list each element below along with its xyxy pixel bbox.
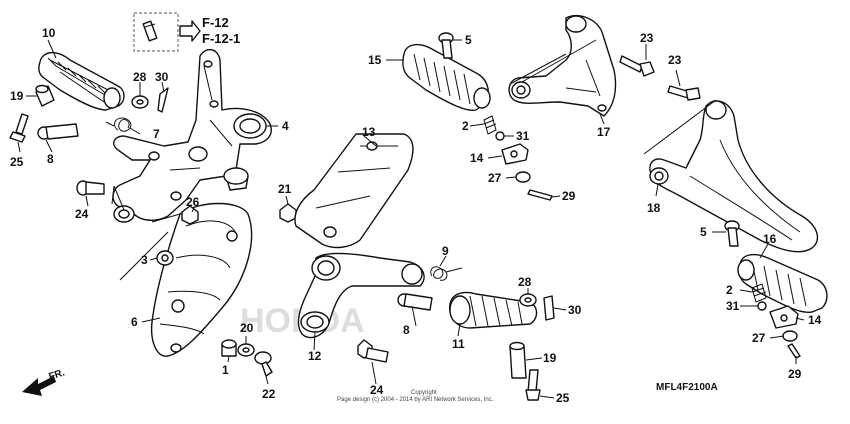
right-cotter-pin-30-part <box>543 295 555 321</box>
bolt-5-right-part <box>724 220 740 247</box>
callout-29-top[interactable]: 29 <box>562 189 576 203</box>
spring-9-part <box>430 266 463 281</box>
nut-26-part <box>181 205 199 225</box>
right-step-holder-bracket-part <box>297 252 425 339</box>
callout-14-right[interactable]: 14 <box>808 313 822 327</box>
callout-30-left[interactable]: 30 <box>155 70 169 84</box>
callout-14-top[interactable]: 14 <box>470 151 484 165</box>
callout-10[interactable]: 10 <box>42 26 56 40</box>
callout-11[interactable]: 11 <box>452 337 465 351</box>
callout-9[interactable]: 9 <box>442 244 449 258</box>
callout-24-left[interactable]: 24 <box>75 207 89 221</box>
callout-31-top[interactable]: 31 <box>516 129 530 143</box>
callout-25-right[interactable]: 25 <box>556 391 570 405</box>
bolt-23-right-part <box>667 85 701 101</box>
right-bolt-25-part <box>525 369 541 401</box>
ball-31-top-part <box>495 131 505 141</box>
callout-21[interactable]: 21 <box>278 182 292 196</box>
callout-29-right[interactable]: 29 <box>788 367 802 381</box>
callout-27-right[interactable]: 27 <box>752 331 766 345</box>
spring-2-right-part <box>751 283 767 303</box>
callout-6[interactable]: 6 <box>131 315 138 329</box>
copyright-line-1: Copyright <box>411 390 437 396</box>
ball-31-right-part <box>757 301 767 311</box>
left-pin-8-part <box>37 123 79 140</box>
passenger-footpeg-15-part <box>402 43 491 111</box>
callout-28-right[interactable]: 28 <box>518 275 532 289</box>
passenger-holder-18-part <box>649 100 819 253</box>
pin-29-right-part <box>787 343 801 359</box>
callout-13[interactable]: 13 <box>362 125 376 139</box>
reference-arrow-icon <box>179 20 201 42</box>
callout-19-left[interactable]: 19 <box>10 89 24 103</box>
left-cotter-pin-30-part <box>157 87 169 113</box>
washer-20-part <box>237 343 255 357</box>
leader-lines <box>17 39 805 399</box>
front-direction-arrow-icon <box>22 376 56 396</box>
callout-26[interactable]: 26 <box>186 195 200 209</box>
bolt-22-part <box>254 351 273 377</box>
callout-4[interactable]: 4 <box>282 119 289 133</box>
callout-7[interactable]: 7 <box>153 127 160 141</box>
left-washer-28-part <box>131 95 149 109</box>
front-direction-label: FR. <box>48 367 67 383</box>
left-heel-guard-part <box>119 202 253 357</box>
callout-1[interactable]: 1 <box>222 363 229 377</box>
callout-12[interactable]: 12 <box>308 349 322 363</box>
plate-14-top-part <box>501 143 529 165</box>
callout-20[interactable]: 20 <box>240 321 254 335</box>
diagram-code: MFL4F2100A <box>656 382 718 393</box>
pin-29-top-part <box>527 189 553 201</box>
collar-3-part <box>156 250 174 266</box>
callout-28-left[interactable]: 28 <box>133 70 147 84</box>
left-bolt-25-part <box>9 113 29 143</box>
callout-22[interactable]: 22 <box>262 387 276 401</box>
callout-5-right[interactable]: 5 <box>700 225 707 239</box>
collar-1-part <box>221 339 237 357</box>
callout-19-right[interactable]: 19 <box>543 351 557 365</box>
callout-8-left[interactable]: 8 <box>47 152 54 166</box>
left-spring-7-part <box>105 117 132 132</box>
reference-code-1[interactable]: F-12 <box>202 15 229 30</box>
right-heel-guard-part <box>294 133 414 249</box>
callout-31-right[interactable]: 31 <box>726 299 740 313</box>
bolt-5-top-part <box>438 32 454 59</box>
callout-2-top[interactable]: 2 <box>462 119 469 133</box>
reference-code-2[interactable]: F-12-1 <box>202 31 240 46</box>
bolt-23-top-part <box>619 55 655 77</box>
reference-bolt-icon <box>142 20 158 42</box>
callout-27-top[interactable]: 27 <box>488 171 502 185</box>
callout-16[interactable]: 16 <box>763 232 777 246</box>
left-sleeve-part <box>35 84 55 107</box>
callout-24-center[interactable]: 24 <box>370 383 384 397</box>
right-washer-28-part <box>519 293 537 307</box>
callout-2-right[interactable]: 2 <box>726 283 733 297</box>
collar-21-part <box>279 203 297 223</box>
washer-27-top-part <box>515 171 531 183</box>
spring-2-top-part <box>483 115 497 135</box>
callout-17[interactable]: 17 <box>597 125 611 139</box>
callout-30-right[interactable]: 30 <box>568 303 582 317</box>
callout-23-top[interactable]: 23 <box>640 31 654 45</box>
bolt-24-center-part <box>357 339 389 363</box>
callout-25-left[interactable]: 25 <box>10 155 24 169</box>
callout-3[interactable]: 3 <box>141 253 148 267</box>
pin-8-center-part <box>397 293 433 311</box>
right-sleeve-part <box>509 341 527 379</box>
passenger-holder-17-part <box>508 14 617 117</box>
washer-27-right-part <box>782 330 798 342</box>
passenger-footpeg-16-part <box>737 253 828 313</box>
plate-14-right-part <box>769 305 799 329</box>
reference-box <box>133 12 201 52</box>
right-rider-footpeg-part <box>449 291 538 329</box>
callout-8-center[interactable]: 8 <box>403 323 410 337</box>
copyright-line-2: Page design (c) 2004 - 2014 by ARI Netwo… <box>337 397 494 403</box>
callout-23-right[interactable]: 23 <box>668 53 682 67</box>
left-rider-footpeg-part <box>38 52 125 111</box>
left-bolt-24-part <box>76 180 105 196</box>
callout-5-top[interactable]: 5 <box>465 33 472 47</box>
callout-18[interactable]: 18 <box>647 201 661 215</box>
callout-15[interactable]: 15 <box>368 53 382 67</box>
